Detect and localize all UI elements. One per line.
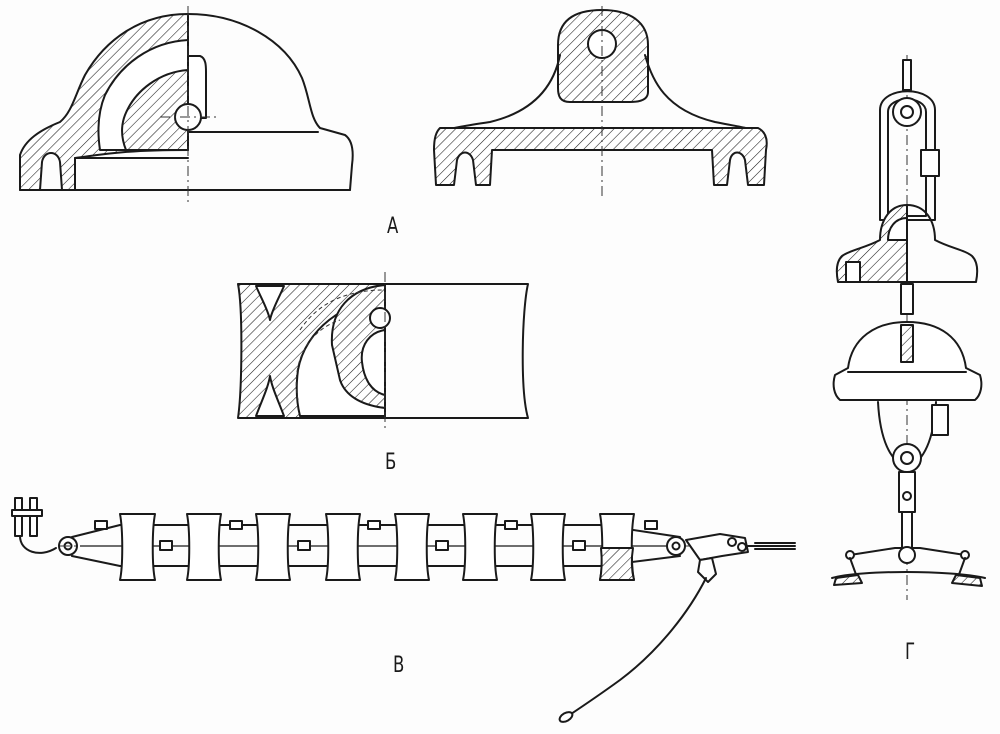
chain-roller-5 (394, 513, 430, 581)
assembly-bottom-foot-right (951, 574, 983, 587)
chain-rollers (119, 513, 635, 581)
chain-link-3 (229, 520, 243, 530)
label-figure-v: В (393, 653, 405, 678)
assembly-lower-link-pin (902, 491, 912, 501)
chain-link-5 (367, 520, 381, 530)
chain-right-pivot-pin (671, 541, 681, 551)
insulator-a2-base (433, 127, 768, 186)
chain-end-bolt-2 (737, 542, 747, 552)
label-figure-a: А (387, 214, 399, 239)
assembly-upper-clip (920, 149, 940, 177)
assembly-bottom-nut (898, 546, 916, 564)
chain-roller-3 (255, 513, 291, 581)
roller-b-hole (369, 307, 391, 329)
roller-b-right-outline (384, 283, 529, 419)
assembly-top-rod (902, 59, 912, 91)
insulator-a-core (121, 69, 189, 151)
assembly-lower-eye-pin (900, 451, 914, 465)
label-figure-b: Б (385, 450, 397, 475)
assembly-upper-loop (879, 90, 936, 221)
chain-roller-2 (186, 513, 222, 581)
assembly-middle-connector (900, 283, 914, 315)
chain-lower-cable (71, 555, 681, 567)
roller-b-hidden-arc-2 (295, 319, 341, 401)
assembly-lower-clip (931, 404, 949, 436)
chain-tail-wire (567, 577, 707, 717)
chain-link-9 (644, 520, 658, 530)
figure-a-right-insulator (433, 6, 768, 198)
insulator-a2-right-skirt (644, 54, 759, 133)
assembly-lower-insulator-pin (900, 324, 914, 363)
chain-link-7 (504, 520, 518, 530)
assembly-upper-insulator-right (906, 204, 979, 283)
chain-end-bolt-1 (727, 537, 737, 547)
assembly-upper-insulator-core (887, 217, 908, 241)
chain-roller-1 (119, 513, 156, 581)
assembly-upper-eye-pin (900, 105, 914, 119)
insulator-a-right-outline (187, 13, 354, 191)
figure-v-roller-chain (11, 497, 796, 723)
chain-roller-7 (530, 513, 566, 581)
figure-a-left-insulator (19, 6, 354, 205)
chain-right-fitting (558, 533, 796, 723)
label-figure-g: Г (905, 640, 916, 665)
chain-link-6 (435, 540, 449, 551)
chain-upper-cable (71, 524, 681, 538)
roller-b-hidden-arc (299, 289, 386, 331)
chain-connectors (94, 520, 658, 551)
chain-link-8 (572, 540, 586, 551)
chain-roller-4 (325, 513, 361, 581)
chain-link-2 (159, 540, 173, 551)
figure-g-vertical-assembly (831, 55, 986, 600)
clamp-hook (19, 535, 57, 554)
roller-b-core-void (360, 329, 386, 396)
figure-b-roller (237, 272, 529, 430)
assembly-bottom-foot-left (833, 574, 863, 586)
clamp-plate (11, 509, 43, 517)
assembly-bottom-rod (901, 511, 913, 549)
roller-b-cutout-top (255, 285, 285, 321)
chain-link-4 (297, 540, 311, 551)
chain-end-rod-thread (754, 542, 796, 550)
chain-link-1 (94, 520, 108, 530)
chain-roller-8-section (599, 547, 635, 581)
roller-b-cutout-bottom (255, 375, 285, 417)
chain-end-bracket (697, 557, 717, 583)
chain-tail-end (558, 711, 574, 723)
insulator-a-pin-slot (187, 55, 207, 119)
assembly-upper-insulator-groove (845, 261, 861, 283)
assembly-bottom-ground (831, 571, 986, 579)
chain-roller-6 (462, 513, 498, 581)
insulator-a2-left-skirt (439, 54, 561, 133)
